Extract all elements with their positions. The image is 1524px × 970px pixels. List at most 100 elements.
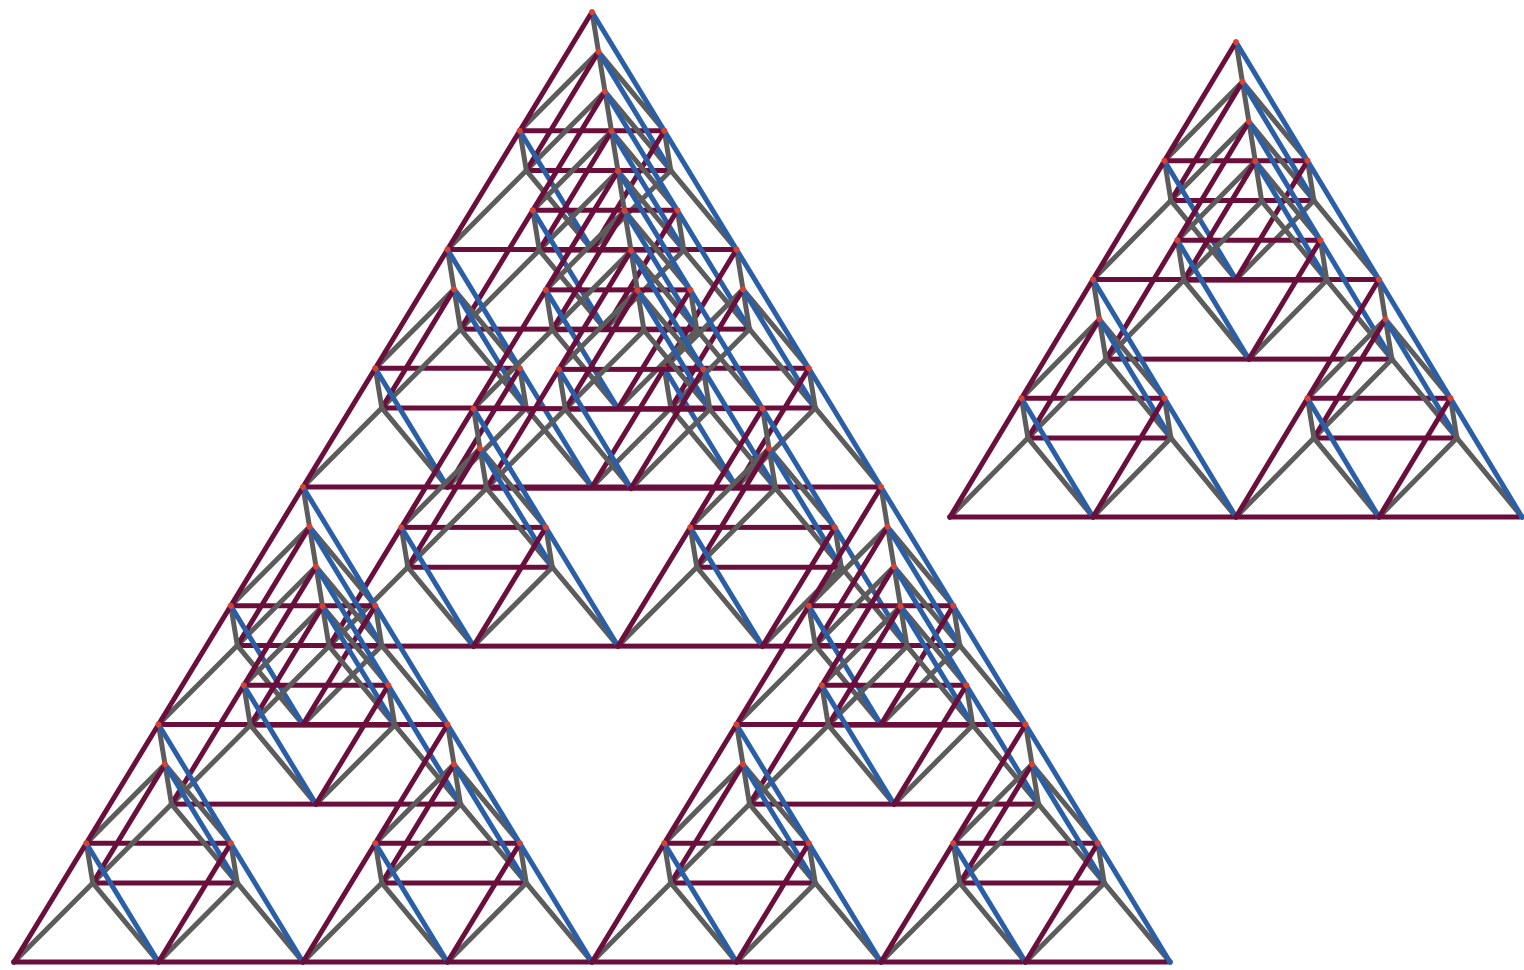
- right-face-edge: [86, 843, 158, 962]
- vertex-node: [1376, 277, 1382, 283]
- leaf-tetrahedron: [1023, 840, 1174, 965]
- right-face-edge: [244, 685, 316, 804]
- vertex-node: [700, 366, 706, 372]
- vertex-node: [878, 484, 884, 490]
- leaf-tetrahedron: [1376, 395, 1524, 520]
- vertex-node: [734, 722, 740, 728]
- vertex-node: [162, 761, 168, 767]
- vertex-node: [228, 840, 234, 846]
- vertex-node: [320, 603, 326, 609]
- vertex-node: [1382, 316, 1388, 322]
- vertex-node: [543, 287, 549, 293]
- vertex-node: [878, 959, 884, 965]
- vertex-node: [1239, 79, 1245, 85]
- vertex-node: [1305, 395, 1311, 401]
- vertex-node: [471, 643, 477, 649]
- vertex-node: [950, 840, 956, 846]
- vertex-node: [313, 801, 319, 807]
- vertex-node: [228, 603, 234, 609]
- leaf-tetrahedron: [1090, 395, 1239, 520]
- vertex-node: [760, 406, 766, 412]
- vertex-node: [674, 207, 680, 213]
- vertex-node: [543, 524, 549, 530]
- vertex-node: [1233, 39, 1239, 45]
- vertex-node: [1252, 158, 1258, 164]
- vertex-node: [615, 643, 621, 649]
- vertex-node: [1246, 119, 1252, 125]
- vertex-node: [477, 445, 483, 451]
- vertex-node: [635, 288, 641, 294]
- vertex-node: [589, 959, 595, 965]
- vertex-node: [806, 840, 812, 846]
- vertex-node: [1317, 237, 1323, 243]
- vertex-node: [1167, 959, 1173, 965]
- vertex-node: [313, 564, 319, 570]
- vertex-node: [891, 564, 897, 570]
- leaf-tetrahedron: [11, 840, 162, 965]
- small-sierpinski-tetrahedron: [947, 39, 1524, 520]
- vertex-node: [307, 524, 313, 530]
- right-face-edge: [1165, 398, 1237, 517]
- leaf-tetrahedron: [471, 524, 622, 649]
- right-face-edge: [664, 843, 736, 962]
- leaf-tetrahedron: [747, 682, 898, 807]
- vertex-node: [83, 840, 89, 846]
- right-face-edge: [1032, 764, 1104, 883]
- vertex-node: [1162, 395, 1168, 401]
- vertex-node: [1090, 277, 1096, 283]
- vertex-node: [1029, 761, 1035, 767]
- vertex-node: [622, 208, 628, 214]
- right-face-edge: [1308, 398, 1380, 517]
- right-face-edge: [743, 764, 815, 883]
- vertex-node: [471, 406, 477, 412]
- leaf-tetrahedron: [589, 840, 740, 965]
- vertex-node: [687, 524, 693, 530]
- vertex-node: [1023, 722, 1029, 728]
- vertex-node: [609, 128, 615, 134]
- leaf-tetrahedron: [615, 524, 766, 649]
- vertex-node: [1096, 316, 1102, 322]
- leaf-tetrahedron: [1103, 237, 1252, 362]
- vertex-node: [628, 485, 634, 491]
- vertex-node: [1233, 514, 1239, 520]
- vertex-node: [891, 801, 897, 807]
- right-face-edge: [769, 448, 841, 567]
- vertex-node: [1246, 356, 1252, 362]
- vertex-node: [734, 959, 740, 965]
- large-sierpinski-tetrahedron: [11, 9, 1173, 965]
- leaf-tetrahedron: [878, 840, 1029, 965]
- vertex-node: [687, 287, 693, 293]
- vertex-node: [385, 682, 391, 688]
- vertex-node: [517, 128, 523, 134]
- vertex-node: [300, 484, 306, 490]
- vertex-node: [661, 128, 667, 134]
- right-face-edge: [1177, 240, 1249, 359]
- vertex-node: [1448, 395, 1454, 401]
- vertex-node: [1174, 237, 1180, 243]
- right-face-edge: [480, 448, 552, 567]
- vertex-node: [372, 365, 378, 371]
- vertex-node: [760, 643, 766, 649]
- vertex-node: [1095, 840, 1101, 846]
- vertex-node: [950, 603, 956, 609]
- vertex-node: [740, 761, 746, 767]
- vertex-node: [898, 603, 904, 609]
- right-face-edge: [1099, 319, 1171, 438]
- leaf-tetrahedron: [156, 840, 307, 965]
- right-face-edge: [165, 764, 237, 883]
- vertex-node: [300, 959, 306, 965]
- vertex-node: [589, 9, 595, 15]
- vertex-node: [1376, 514, 1382, 520]
- right-face-edge: [953, 843, 1025, 962]
- right-face-edge: [375, 843, 447, 962]
- leaf-tetrahedron: [300, 840, 451, 965]
- vertex-node: [740, 286, 746, 292]
- vertex-node: [556, 366, 562, 372]
- vertex-node: [806, 603, 812, 609]
- vertex-node: [451, 761, 457, 767]
- right-face-edge: [809, 368, 881, 487]
- leaf-tetrahedron: [169, 682, 320, 807]
- right-face-edge: [822, 685, 894, 804]
- leaf-tetrahedron: [947, 395, 1096, 520]
